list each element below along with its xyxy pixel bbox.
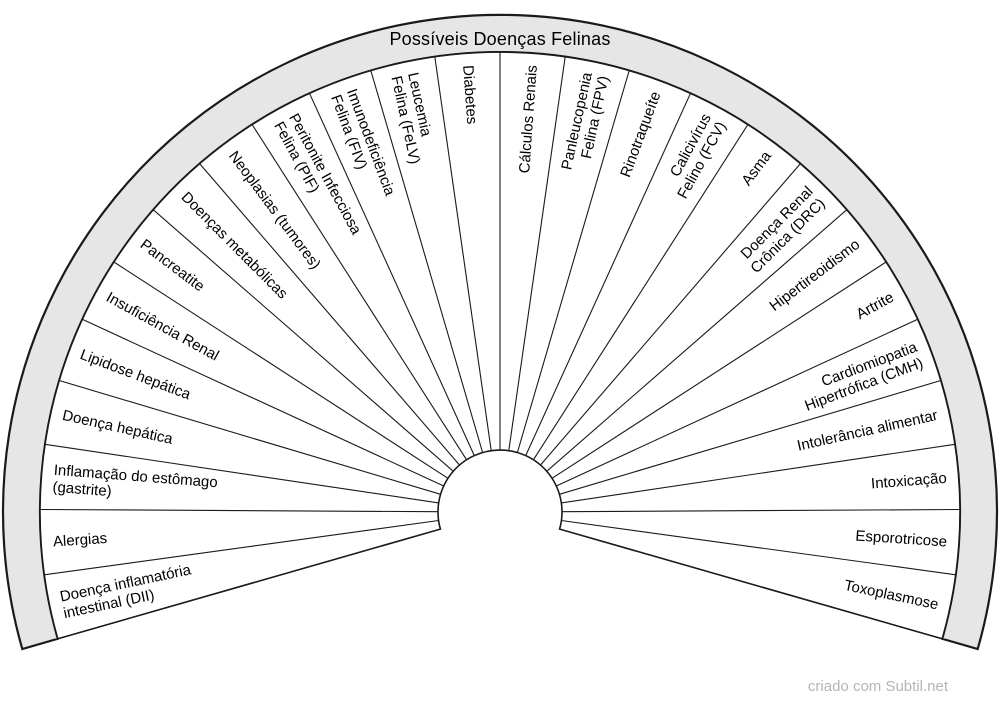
wedge-divider bbox=[561, 519, 956, 576]
wedge-divider bbox=[308, 93, 475, 456]
wedge-divider bbox=[113, 261, 449, 479]
wedge-divider bbox=[556, 318, 918, 487]
wedge-divider bbox=[434, 56, 492, 451]
wedge-divider bbox=[44, 519, 439, 576]
wedge-divider bbox=[251, 124, 468, 461]
wedge-divider bbox=[508, 56, 566, 451]
chart-title: Possíveis Doenças Felinas bbox=[389, 29, 611, 49]
wedge-divider bbox=[370, 70, 484, 453]
wedge-divider bbox=[559, 379, 941, 495]
wedge-divider bbox=[516, 70, 630, 453]
wedge-divider bbox=[199, 163, 460, 466]
wedge-divider bbox=[525, 93, 692, 456]
wedge-label: Esporotricose bbox=[855, 527, 948, 550]
wedge-label: PanleucopeniaFelina (FPV) bbox=[558, 70, 612, 175]
wedge-divider bbox=[532, 124, 749, 461]
wedge-divider bbox=[152, 209, 454, 472]
wedge-label: Intoxicação bbox=[870, 470, 947, 493]
wedge-divider bbox=[561, 508, 961, 513]
wedge-divider bbox=[546, 209, 848, 472]
wedge-divider bbox=[59, 379, 441, 495]
wedge-label: Diabetes bbox=[459, 65, 480, 125]
credit-text: criado com Subtil.net bbox=[807, 678, 948, 695]
wedge-divider bbox=[551, 261, 887, 479]
wedge-divider bbox=[540, 163, 801, 466]
wedge-divider bbox=[39, 508, 439, 513]
wedge-label: Alergias bbox=[52, 530, 107, 551]
wedge-divider bbox=[44, 443, 439, 504]
wedge-divider bbox=[82, 318, 444, 487]
wedge-divider bbox=[561, 443, 956, 504]
